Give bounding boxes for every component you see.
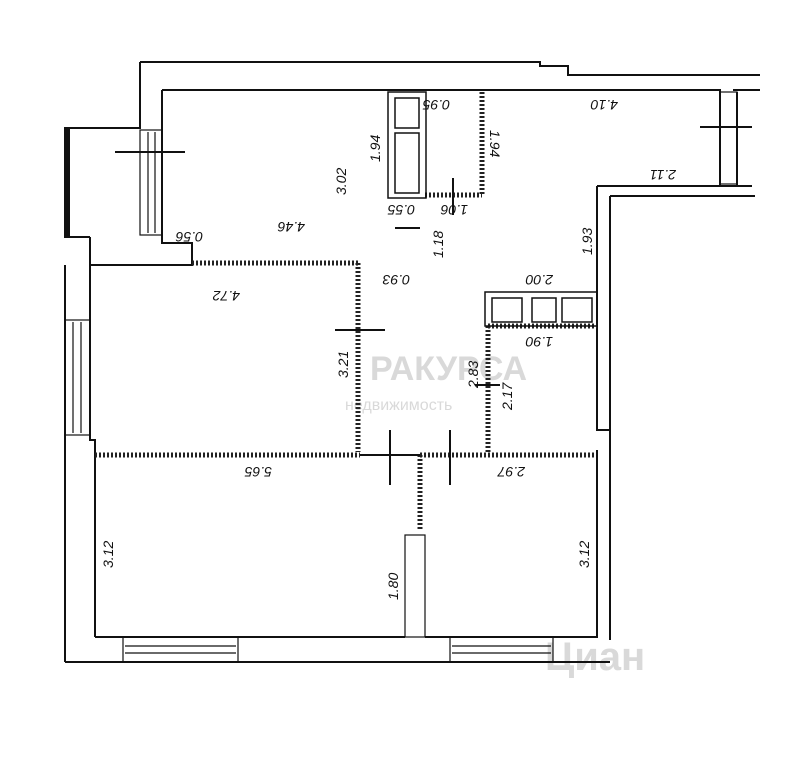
dimension-labels: 0.95 4.10 1.94 3.02 1.94 2.11 0.55 1.06 … bbox=[100, 97, 677, 600]
watermark-corner: Циан bbox=[545, 635, 645, 679]
fixtures bbox=[335, 91, 598, 638]
window-left-top bbox=[139, 129, 163, 236]
dim-label: 3.12 bbox=[576, 541, 592, 568]
dim-label: 5.65 bbox=[245, 464, 272, 480]
dim-label: 4.46 bbox=[278, 219, 305, 235]
dim-label: 1.94 bbox=[487, 130, 503, 157]
dim-label: 0.55 bbox=[388, 202, 415, 218]
watermark: РАКУРСА недвижимость Циан bbox=[345, 350, 645, 679]
dim-label: 0.56 bbox=[176, 229, 203, 245]
watermark-center: РАКУРСА bbox=[370, 350, 527, 388]
dim-label: 2.83 bbox=[465, 361, 481, 389]
dim-label: 0.95 bbox=[423, 97, 450, 113]
thick-wall-segment bbox=[64, 128, 70, 236]
dim-label: 0.93 bbox=[383, 272, 410, 288]
wardrobe-mid bbox=[484, 291, 598, 327]
window-bottom-right bbox=[449, 636, 554, 663]
dim-label: 3.21 bbox=[335, 351, 351, 378]
dim-label: 4.72 bbox=[213, 288, 240, 304]
dim-label: 4.10 bbox=[591, 97, 618, 113]
dim-label: 2.11 bbox=[650, 167, 677, 183]
watermark-center-sub: недвижимость bbox=[345, 397, 452, 414]
dim-label: 1.94 bbox=[367, 135, 383, 162]
dim-label: 1.90 bbox=[526, 334, 553, 350]
dim-label: 3.02 bbox=[333, 168, 349, 195]
dim-label: 1.18 bbox=[430, 231, 446, 258]
dim-label: 2.97 bbox=[497, 464, 526, 480]
wardrobe-top bbox=[387, 91, 427, 199]
windows bbox=[64, 91, 752, 663]
door-bathroom bbox=[404, 534, 426, 638]
dim-label: 2.17 bbox=[499, 382, 515, 411]
window-left bbox=[64, 319, 91, 436]
dim-label: 1.06 bbox=[441, 202, 468, 218]
dim-label: 1.80 bbox=[385, 573, 401, 600]
dim-label: 1.93 bbox=[579, 228, 595, 255]
window-right bbox=[719, 91, 738, 185]
window-bottom-left bbox=[122, 636, 239, 663]
dim-label: 2.00 bbox=[526, 272, 554, 288]
dim-label: 3.12 bbox=[100, 541, 116, 568]
